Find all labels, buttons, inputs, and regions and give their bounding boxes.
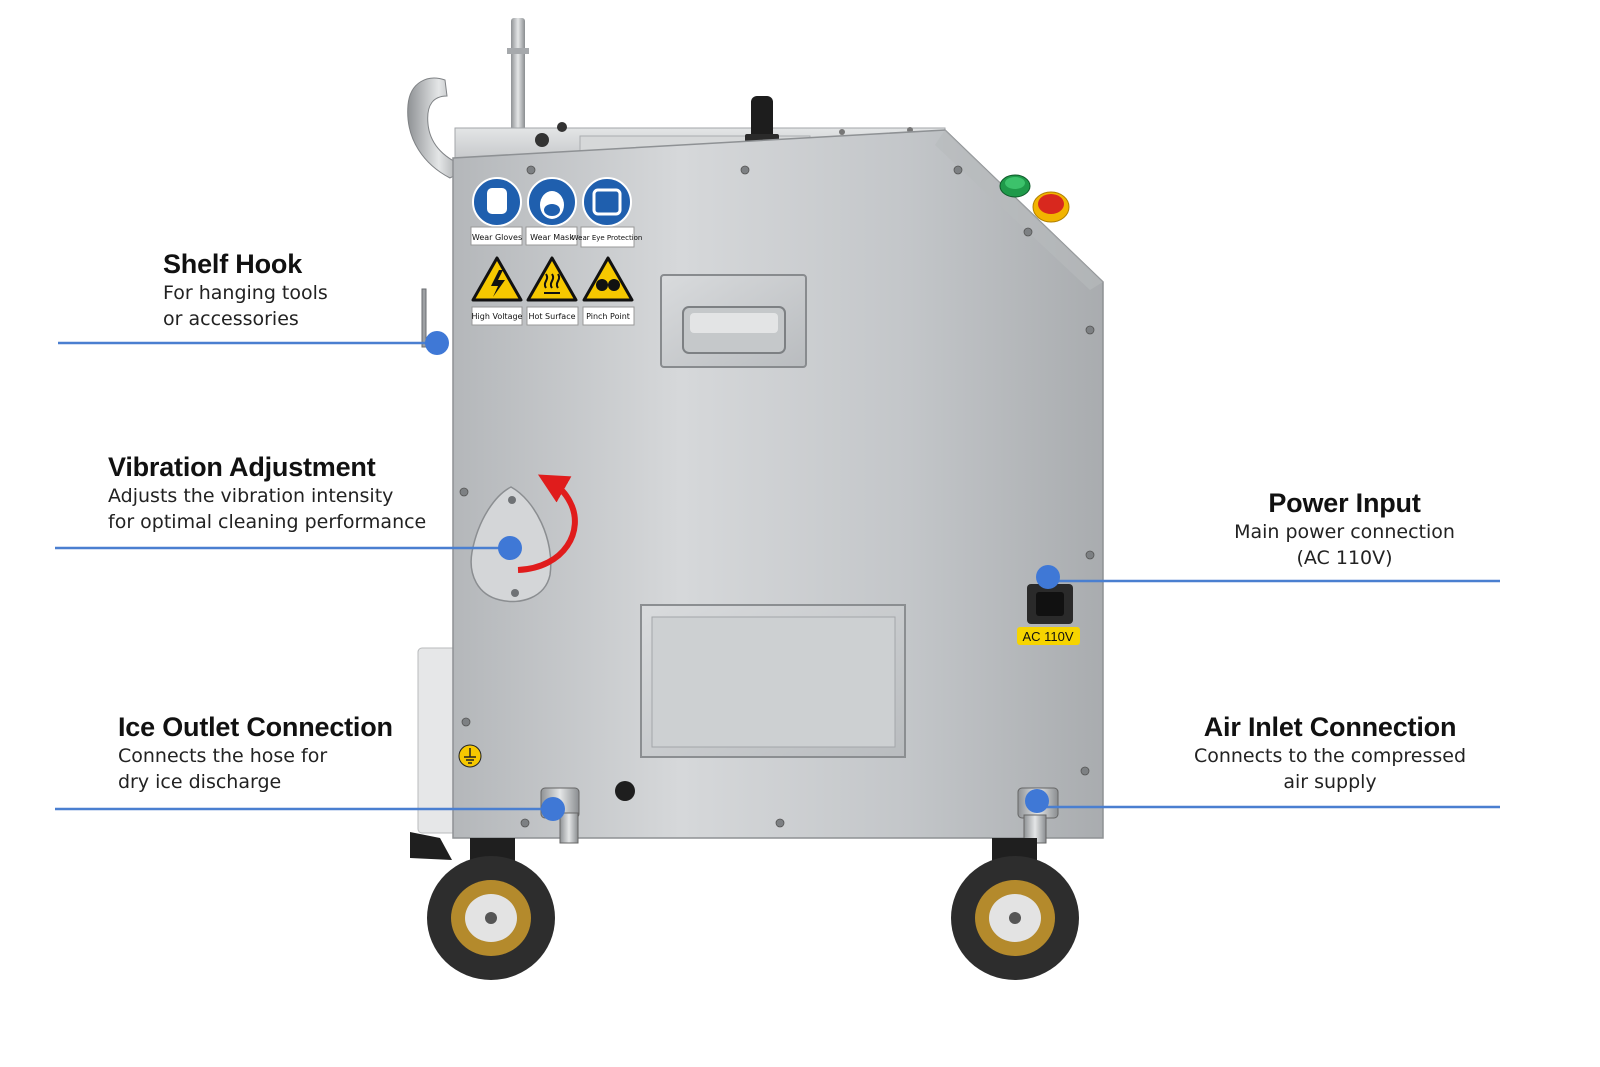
ice-outlet-callout: Ice Outlet Connection Connects the hose … <box>118 711 393 795</box>
air-inlet-callout: Air Inlet Connection Connects to the com… <box>1180 711 1480 795</box>
vibration-callout: Vibration Adjustment Adjusts the vibrati… <box>108 451 426 535</box>
rotation-arrow <box>517 474 578 573</box>
callout-desc-line1: Main power connection <box>1234 521 1455 543</box>
power-socket[interactable] <box>1027 584 1073 624</box>
shelf-hook-callout: Shelf Hook For hanging tools or accessor… <box>163 248 328 332</box>
callout-desc-line2: dry ice discharge <box>118 771 282 793</box>
sign-label: Hot Surface <box>528 312 575 321</box>
top-knob <box>745 96 779 142</box>
callout-title: Shelf Hook <box>163 249 303 279</box>
callout-title: Vibration Adjustment <box>108 452 376 482</box>
top-access-handle[interactable] <box>660 274 807 368</box>
lower-access-panel <box>640 604 906 758</box>
sign-label: Wear Eye Protection <box>572 234 643 242</box>
power-input-callout: Power Input Main power connection (AC 11… <box>1212 487 1477 571</box>
air-inlet-dot <box>1025 789 1049 813</box>
callout-desc-line2: (AC 110V) <box>1296 547 1393 569</box>
callout-desc-line1: For hanging tools <box>163 282 328 304</box>
vertical-rod <box>507 18 529 138</box>
handle <box>407 77 472 179</box>
hot-surface-sign: Hot Surface <box>526 256 579 326</box>
wear-gloves-sign: Wear Gloves <box>470 177 523 246</box>
ice-outlet-dot <box>541 797 565 821</box>
high-voltage-sign: High Voltage <box>471 256 523 326</box>
sign-label: Wear Mask <box>530 233 574 242</box>
callout-title: Ice Outlet Connection <box>118 712 393 742</box>
warning-signs: High Voltage Hot Surface Pinch Point <box>471 256 635 326</box>
callout-title: Power Input <box>1268 488 1421 518</box>
sign-label: Wear Gloves <box>472 233 522 242</box>
callout-desc-line1: Connects to the compressed <box>1193 745 1467 767</box>
callout-desc-line2: for optimal cleaning performance <box>108 511 427 533</box>
drain-knob <box>615 781 635 801</box>
emergency-stop-button[interactable] <box>1032 191 1070 223</box>
power-label: AC 110V <box>1022 629 1073 644</box>
shelf-hook-dot <box>425 331 449 355</box>
callout-desc-line2: air supply <box>1283 771 1377 793</box>
start-button[interactable] <box>999 174 1031 198</box>
sign-label: High Voltage <box>472 312 523 321</box>
callout-desc-line1: Adjusts the vibration intensity <box>108 485 394 507</box>
wear-eye-protection-sign: Wear Eye Protection <box>572 177 643 248</box>
callout-title: Air Inlet Connection <box>1203 712 1457 742</box>
callout-desc-line1: Connects the hose for <box>118 745 328 767</box>
power-input-dot <box>1036 565 1060 589</box>
callout-connectors <box>55 331 1500 821</box>
ground-symbol <box>458 744 482 768</box>
right-caster-wheel <box>951 838 1079 980</box>
callout-desc-line2: or accessories <box>163 308 299 330</box>
power-label-box <box>1017 627 1080 645</box>
wear-mask-sign: Wear Mask <box>525 177 578 246</box>
vibration-dot <box>498 536 522 560</box>
sign-label: Pinch Point <box>586 312 630 321</box>
left-caster-wheel <box>410 832 555 980</box>
mandatory-signs: Wear Gloves Wear Mask Wear Eye Protectio… <box>470 177 643 248</box>
pinch-point-sign: Pinch Point <box>582 256 635 326</box>
